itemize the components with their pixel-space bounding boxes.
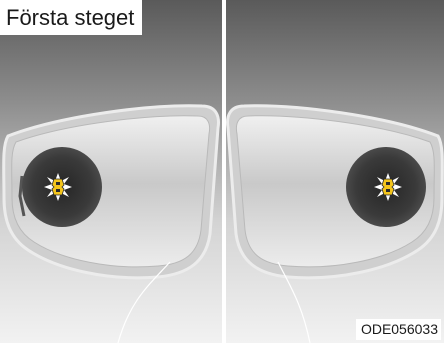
figure-title: Första steget (0, 0, 142, 35)
figure-code: ODE056033 (356, 319, 441, 340)
left-mirror-panel (0, 0, 222, 343)
right-mirror-illustration (226, 0, 444, 343)
right-mirror-panel (226, 0, 444, 343)
left-mirror-illustration (0, 0, 222, 343)
